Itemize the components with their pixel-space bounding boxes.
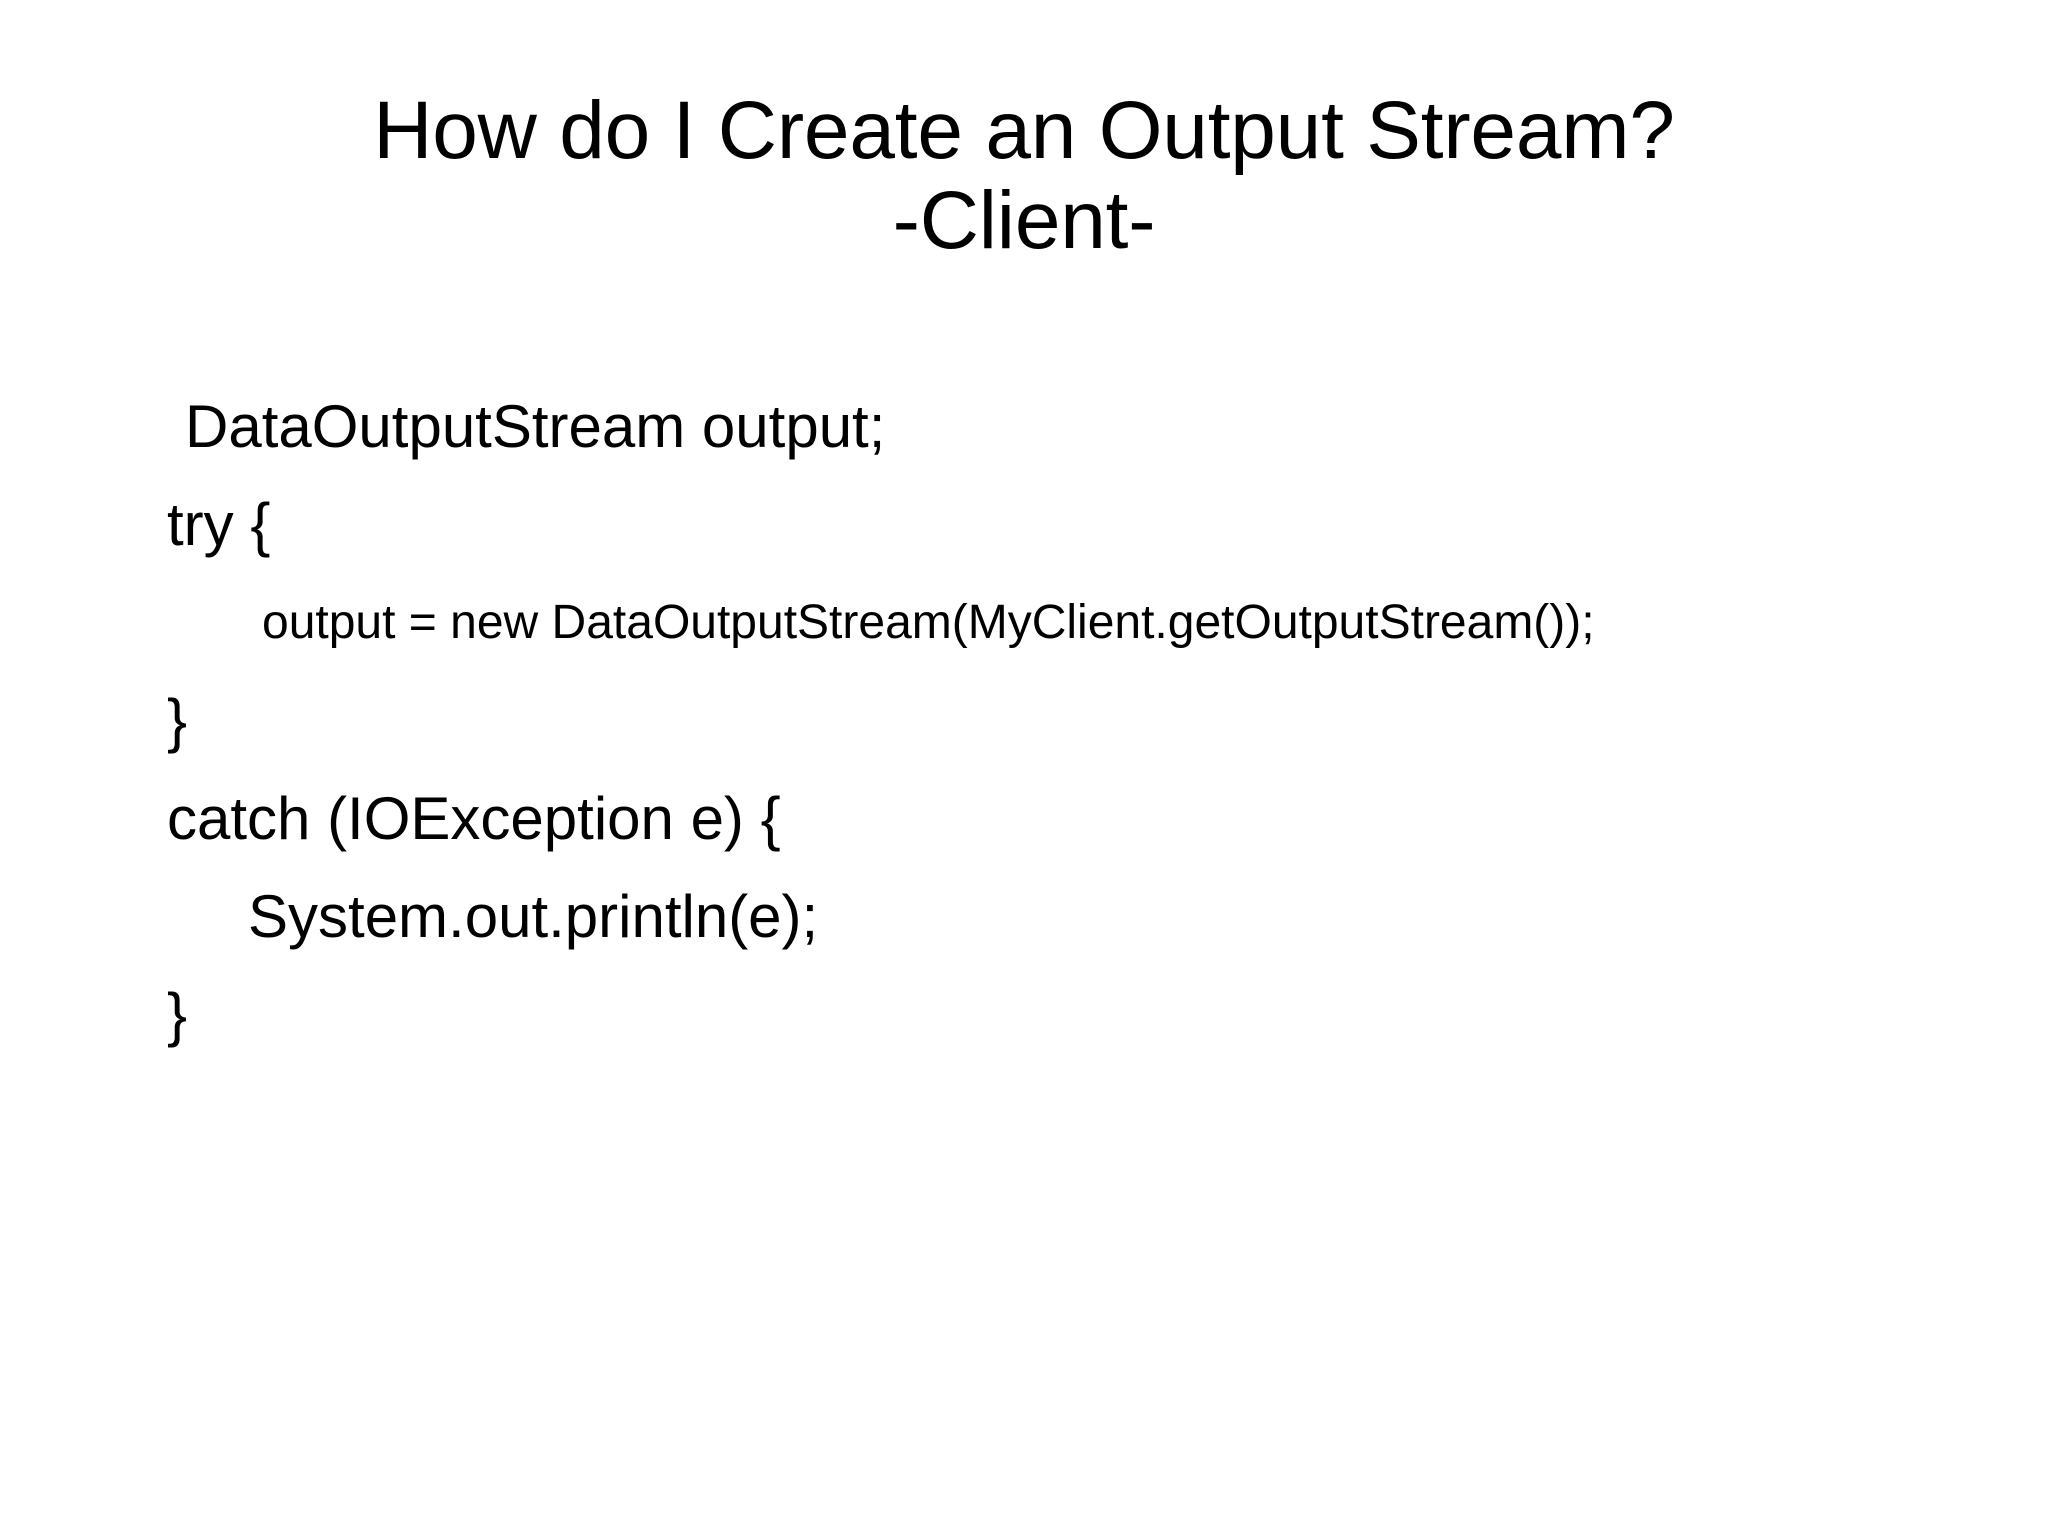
code-line-declaration: DataOutputStream output; <box>185 393 886 460</box>
code-line-try-close: } <box>167 687 188 754</box>
code-line-catch-open: catch (IOException e) { <box>167 785 781 852</box>
title-line-primary: How do I Create an Output Stream? <box>373 85 1675 176</box>
slide-body-code-block: DataOutputStream output; try { output = … <box>0 378 2048 1064</box>
slide-title: How do I Create an Output Stream? -Clien… <box>0 86 2048 266</box>
code-line-assignment: output = new DataOutputStream(MyClient.g… <box>262 596 1595 649</box>
code-line-try-open: try { <box>167 491 271 558</box>
title-line-subtitle: -Client- <box>892 175 1156 266</box>
code-line-println: System.out.println(e); <box>248 883 819 950</box>
code-line-catch-close: } <box>167 981 188 1048</box>
